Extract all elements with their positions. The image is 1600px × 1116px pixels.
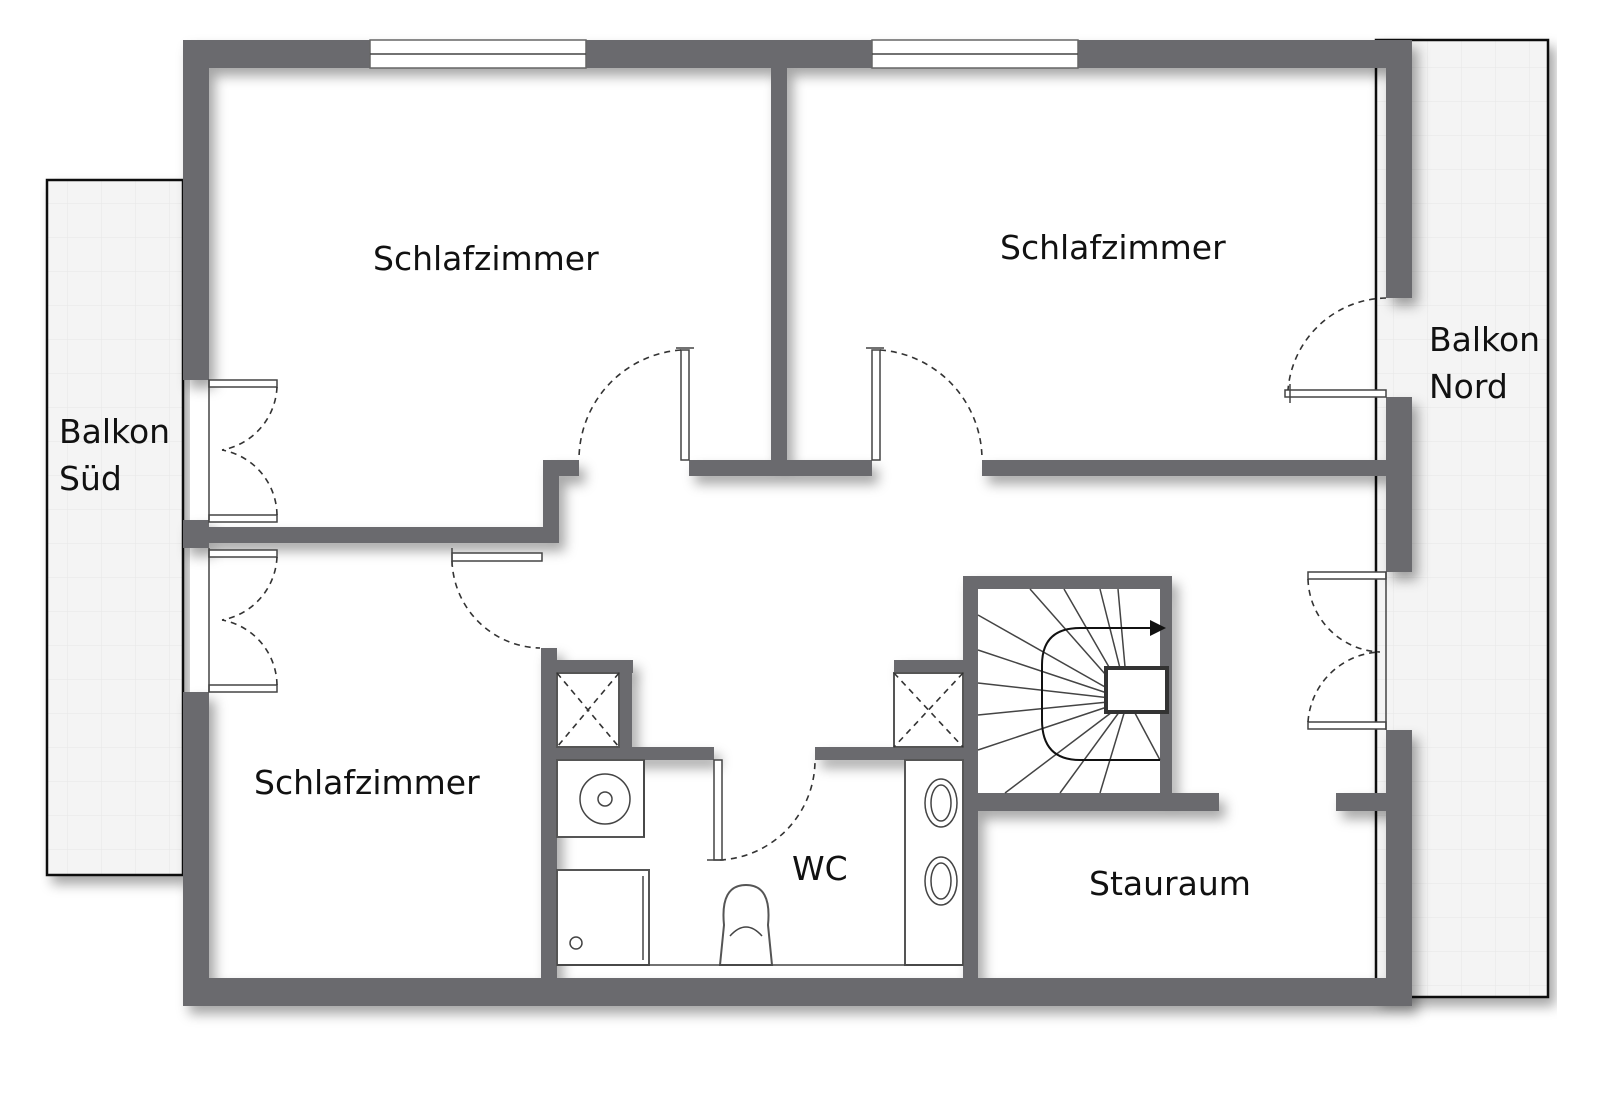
washing-machine: [556, 759, 645, 838]
door-leaf-bedroom-left: [680, 349, 690, 461]
door-swing-bedroom-left: [578, 349, 682, 461]
wall-outer-right-bottom: [1386, 730, 1412, 1006]
wall-wc-shaft-right: [619, 660, 632, 752]
wall-outer-bottom: [183, 978, 1412, 1006]
fixtures: [556, 672, 964, 966]
label-balcony-north-1: Balkon: [1429, 320, 1540, 359]
room-labels: Schlafzimmer Schlafzimmer Schlafzimmer W…: [59, 228, 1540, 903]
label-bedroom-top-left: Schlafzimmer: [373, 239, 599, 278]
double-vanity: [904, 759, 964, 966]
wall-bedroom-left-cap: [543, 460, 579, 476]
wall-bedroom-left-bottom: [209, 527, 559, 543]
toilet: [718, 883, 774, 966]
wall-wc-top: [541, 747, 714, 760]
stair-direction-arrow: [1041, 627, 1160, 761]
door-swing-wc: [719, 759, 816, 861]
wall-right-bedroom-bottom: [982, 460, 1386, 476]
door-leaf-bedroom-bottom: [451, 552, 543, 562]
wall-outer-left-top: [183, 40, 209, 380]
wall-stair-bottom: [963, 793, 1219, 811]
label-balcony-south-2: Süd: [59, 459, 122, 498]
door-leaf-south-upper-b: [208, 514, 278, 523]
door-leaf-south-lower-a: [208, 549, 278, 558]
door-swing-bedroom-bottom: [451, 560, 541, 649]
wall-bedroom-divider: [771, 68, 787, 460]
wall-stair-top: [963, 576, 1172, 589]
shaft-right: [893, 672, 964, 748]
shaft-left: [556, 672, 620, 748]
doors: [208, 297, 1387, 861]
label-balcony-south-1: Balkon: [59, 412, 170, 451]
wall-outer-left-bottom: [183, 692, 209, 1006]
wall-hall-right-stub: [1336, 793, 1386, 811]
wall-stair-left: [963, 576, 978, 978]
door-leaf-south-upper-a: [208, 379, 278, 388]
door-leaf-south-lower-b: [208, 684, 278, 693]
wall-outer-right-top: [1386, 40, 1412, 298]
door-leaf-north-upper: [1284, 389, 1387, 398]
wall-wc-upper-right: [815, 747, 963, 760]
shower-tray: [556, 869, 650, 966]
wall-wc-shaft-top: [541, 660, 633, 673]
staircase: [977, 588, 1169, 794]
label-wc: WC: [792, 849, 848, 888]
wall-shaft-right-top: [894, 660, 963, 673]
label-bedroom-top-right: Schlafzimmer: [1000, 228, 1226, 267]
wall-bedroom-left-stub: [543, 460, 559, 543]
wall-center-bottom: [689, 460, 872, 476]
label-storage: Stauraum: [1089, 864, 1251, 903]
door-leaf-wc: [713, 759, 723, 861]
door-leaf-bedroom-right: [871, 349, 881, 461]
label-bedroom-bottom-left: Schlafzimmer: [254, 763, 480, 802]
wall-outer-top: [183, 40, 1412, 68]
balcony-south: [45, 178, 185, 877]
wall-outer-left-middle: [183, 520, 209, 548]
wall-outer-right-middle: [1386, 397, 1412, 572]
label-balcony-north-2: Nord: [1429, 367, 1508, 406]
door-leaf-north-lower-b: [1307, 721, 1387, 730]
door-swing-bedroom-right: [879, 349, 983, 461]
windows: [369, 39, 1079, 69]
door-leaf-north-lower-a: [1307, 571, 1387, 580]
wall-wc-left: [541, 648, 557, 978]
